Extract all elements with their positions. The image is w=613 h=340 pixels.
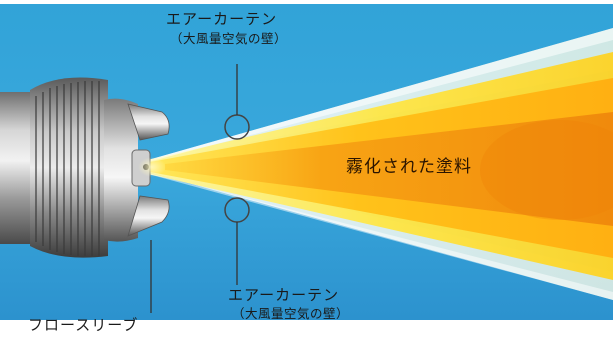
curtain-edge-top (148, 28, 613, 162)
curtain-edge-bottom (148, 173, 613, 300)
bottom-strip (0, 320, 613, 340)
air-curtain-top-subtitle: （大風量空気の壁） (170, 31, 288, 46)
knurled-ring (30, 77, 108, 258)
air-curtain-bottom-subtitle: （大風量空気の壁） (232, 306, 350, 321)
paint-core-glow (480, 120, 613, 220)
nozzle-horn-bottom (127, 195, 170, 237)
atomized-paint-label: 霧化された塗料 (346, 157, 472, 177)
nozzle-glow (138, 157, 166, 177)
air-cap (104, 98, 138, 242)
flow-sleeve-label: フロースリーブ (28, 316, 139, 334)
paint-core (165, 112, 613, 226)
top-strip (0, 0, 613, 4)
air-curtain-bottom-title: エアーカーテン (228, 286, 340, 304)
air-curtain-top-title: エアーカーテン (166, 10, 278, 28)
nozzle-horn-top (127, 103, 170, 141)
